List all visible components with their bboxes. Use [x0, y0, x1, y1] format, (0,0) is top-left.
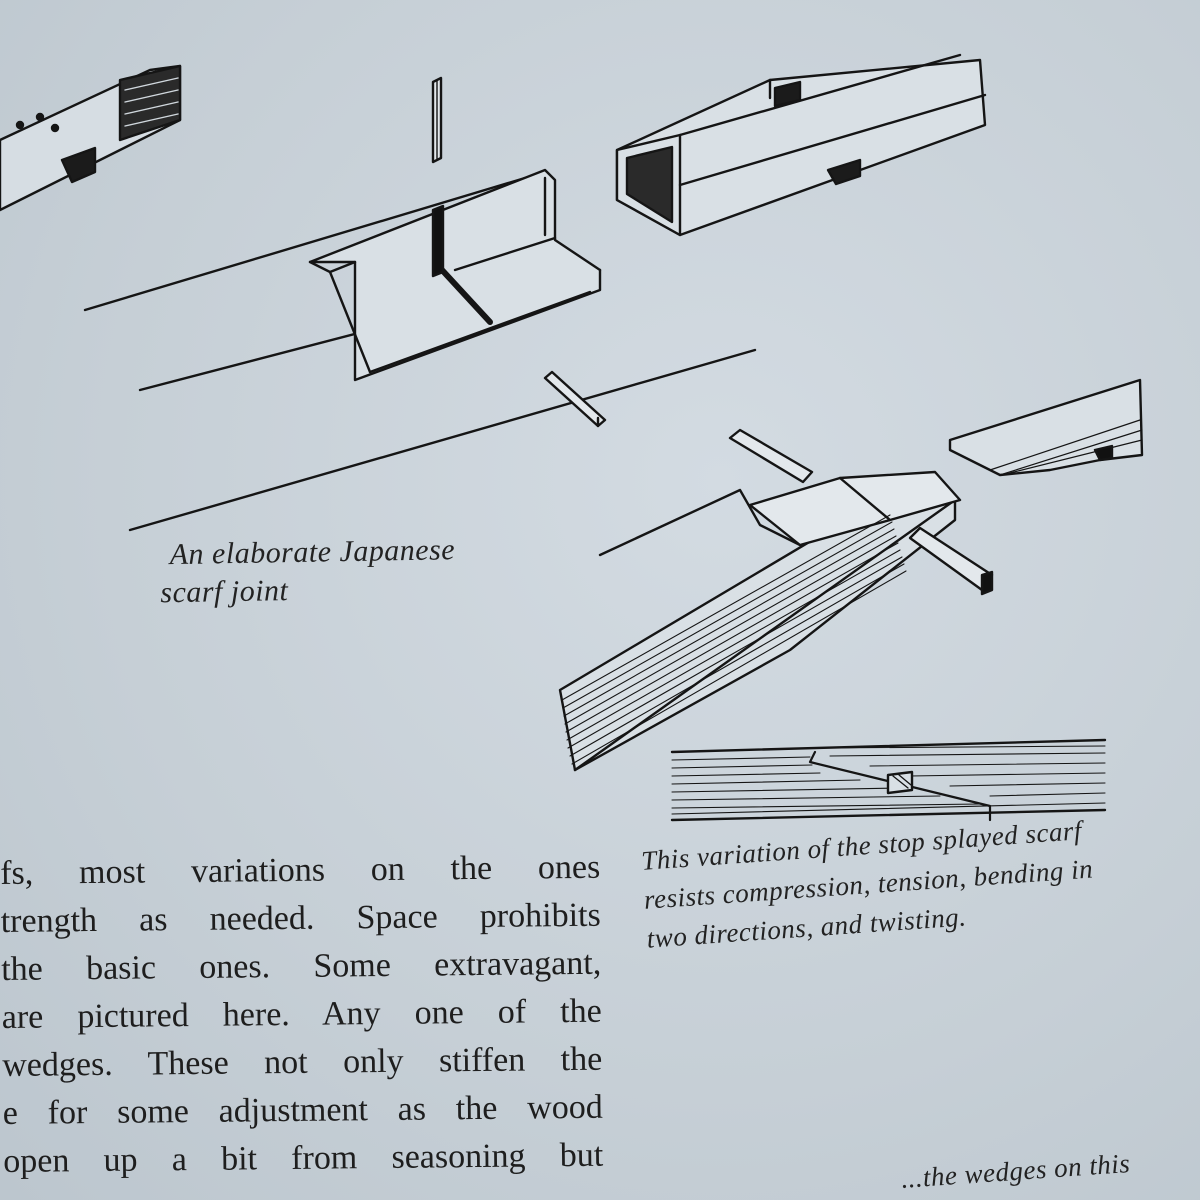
partial-beam-top-left [0, 64, 182, 212]
stop-splayed-scarf [558, 378, 1144, 772]
body-line: e for some adjustment as the wood [2, 1088, 603, 1132]
body-line: open up a bit from seasoning but [3, 1136, 604, 1180]
caption-line: An elaborate Japanese [169, 533, 456, 572]
caption-line: scarf joint [160, 574, 289, 610]
body-line: are pictured here. Any one of the [1, 992, 602, 1036]
small-wedge [543, 370, 607, 428]
body-line: the basic ones. Some extravagant, [1, 944, 602, 988]
scarf-elevation [670, 738, 1107, 822]
japanese-scarf-beam [83, 168, 757, 532]
hollow-box-beam [615, 53, 987, 237]
body-line: fs, most variations on the ones [0, 848, 601, 892]
vertical-key [431, 76, 443, 164]
caption-japanese-scarf: An elaborate Japanese scarf joint [160, 530, 530, 612]
body-text: fs, most variations on the ones trength … [0, 844, 603, 1186]
body-line: trength as needed. Space prohibits [0, 896, 601, 940]
body-line: wedges. These not only stiffen the [2, 1040, 603, 1084]
